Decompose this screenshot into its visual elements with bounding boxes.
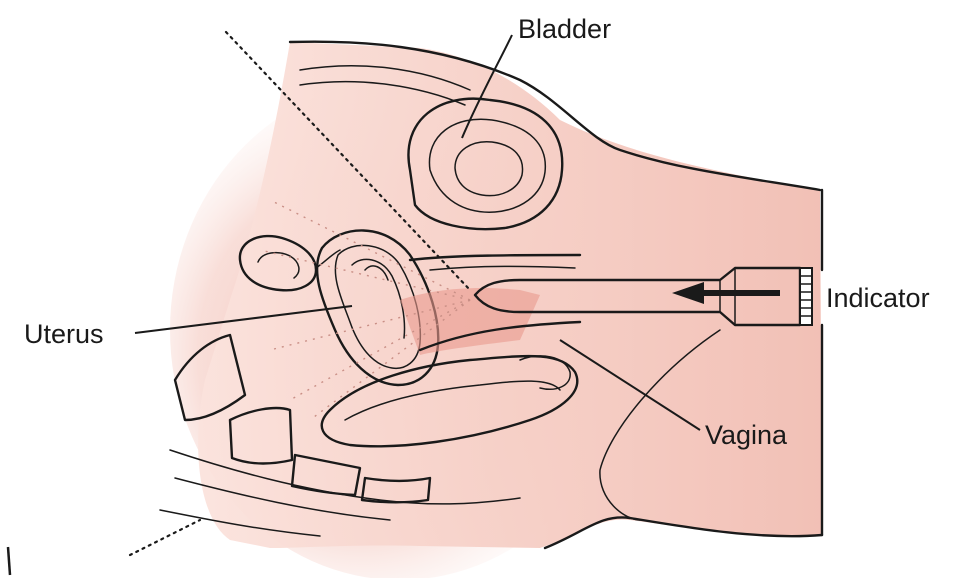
probe-grip <box>800 268 812 325</box>
indicator-label: Indicator <box>826 283 930 313</box>
corner-mark <box>8 547 10 575</box>
vagina-label: Vagina <box>705 420 788 450</box>
uterus-label: Uterus <box>24 319 104 349</box>
bladder-label: Bladder <box>518 14 611 44</box>
